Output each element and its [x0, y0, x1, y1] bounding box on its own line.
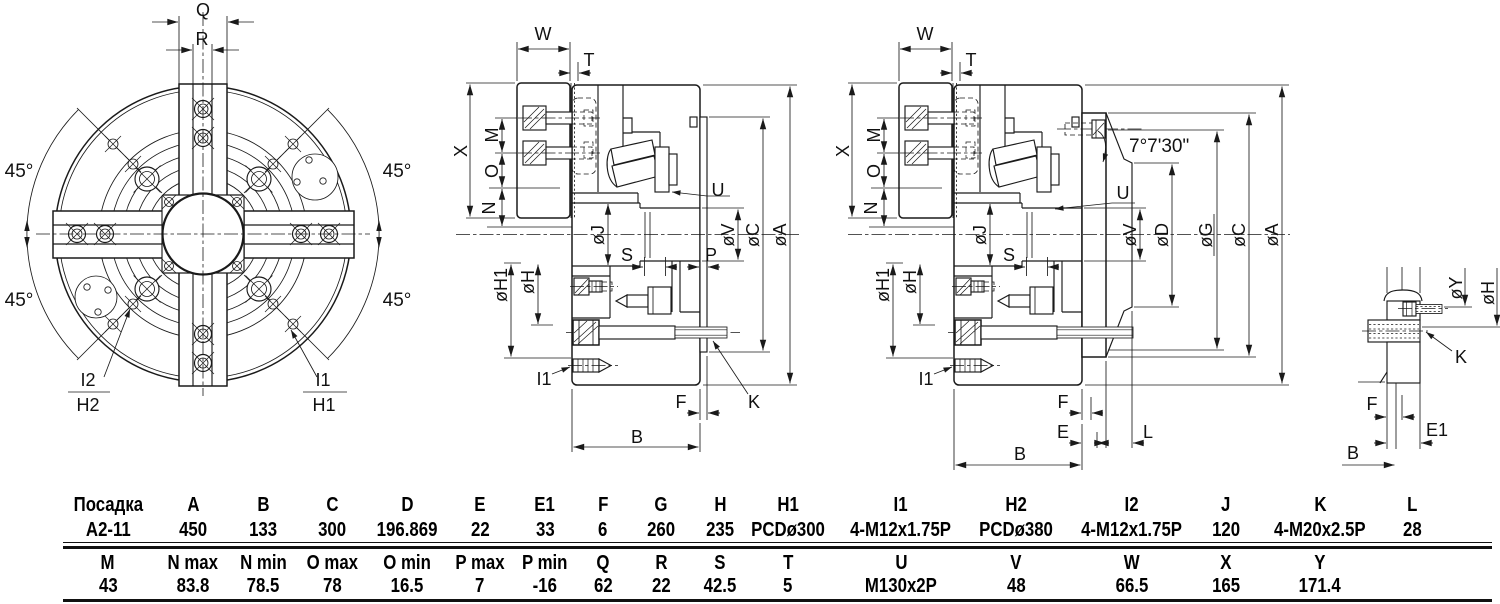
dim-label-n: N: [861, 202, 881, 215]
dim-label-t: T: [966, 50, 977, 70]
taper-angle-label: 7°7'30": [1129, 136, 1189, 157]
side-section-view: W T X M O N øJ S U P øV øC øA øH1 øH I1 …: [451, 24, 800, 452]
dim-label-t: T: [584, 50, 595, 70]
dim-label-u: U: [1117, 183, 1130, 203]
label-k-bolt: K: [748, 392, 760, 412]
dim-label-u: U: [712, 180, 725, 200]
dim-label-dia-a: øA: [770, 223, 790, 246]
label-i1: I1: [315, 370, 330, 390]
dim-label-w: W: [535, 24, 552, 44]
bottom-dims: [571, 340, 749, 452]
dim-label-n: N: [479, 202, 499, 215]
dim-label-f: F: [676, 392, 687, 412]
dim-label-dia-h: øH: [518, 270, 538, 294]
threaded-section: [1362, 319, 1428, 343]
mount-section-view: W T X M O N øJ S U 7°7'30" øV øD øG øC ø…: [833, 24, 1290, 470]
dim-label-r: R: [196, 29, 209, 49]
right-diameter-dims: [687, 84, 797, 386]
u-callout: [1054, 202, 1135, 211]
dim-label-x: X: [451, 145, 471, 157]
dim-label-e1: E1: [1426, 420, 1448, 440]
k-bolt-thread: [1056, 326, 1134, 339]
dim-label-dia-y: øY: [1446, 276, 1466, 299]
qr-dimension: [152, 16, 254, 84]
label-h2: H2: [76, 395, 99, 415]
lower-body: [1358, 341, 1421, 449]
dim-label-m: M: [864, 128, 884, 143]
dim-label-b: B: [1014, 444, 1026, 464]
dim-label-b: B: [631, 427, 643, 447]
index-plate-bottom-left: [74, 275, 118, 319]
dim-label-dia-v: øV: [718, 223, 738, 246]
jaw-left: [52, 210, 164, 259]
dim-label-s: S: [1003, 245, 1015, 265]
dim-label-dia-h: øH: [900, 270, 920, 294]
dim-label-dia-g: øG: [1196, 223, 1216, 248]
dim-label-b: B: [1347, 443, 1359, 463]
mount-flange: [1081, 112, 1107, 358]
dim-label-dia-d: øD: [1152, 223, 1172, 247]
label-h1: H1: [312, 395, 335, 415]
index-plate-top-right: [291, 153, 339, 201]
dim-label-s: S: [621, 245, 633, 265]
angle-label-bottom-right: 45°: [383, 290, 412, 311]
jaw-right: [243, 210, 355, 259]
dim-label-o: O: [864, 164, 884, 178]
angle-label-top-right: 45°: [383, 161, 412, 182]
dim-label-w: W: [917, 24, 934, 44]
angle-label-bottom-left: 45°: [5, 290, 34, 311]
detail-dims: [1342, 268, 1500, 469]
label-k-bolt: K: [1455, 347, 1467, 367]
camlock-stud: [1057, 119, 1144, 139]
label-i1-screw: I1: [918, 369, 933, 389]
dim-label-f: F: [1367, 394, 1378, 414]
dim-label-p: P: [705, 245, 717, 265]
front-view: Q R 45° 45° 45° 45° I2 H2 I1 H1: [5, 0, 412, 415]
right-diameter-dims: [1084, 84, 1289, 386]
label-i2: I2: [80, 370, 95, 390]
dim-label-q: Q: [196, 0, 210, 20]
dim-label-x: X: [833, 145, 853, 157]
dim-label-l: L: [1143, 422, 1153, 442]
angle-arcs: [24, 109, 382, 359]
dim-label-f: F: [1058, 392, 1069, 412]
dim-label-e: E: [1057, 422, 1069, 442]
side-bolt: [1398, 301, 1448, 317]
dim-label-dia-h1: øH1: [873, 268, 893, 302]
dim-label-o: O: [482, 164, 502, 178]
dim-label-dia-c: øC: [1229, 223, 1249, 247]
k-bolt-thread: [674, 326, 728, 339]
bottom-dims: [953, 311, 1144, 470]
u-callout: [671, 190, 730, 197]
bolt-detail-view: øY øH K F E1 B: [1342, 267, 1500, 469]
dim-label-m: M: [482, 128, 502, 143]
dim-label-dia-a: øA: [1262, 223, 1282, 246]
dim-label-dia-c: øC: [743, 223, 763, 247]
gland-cap: [1383, 289, 1423, 302]
taper-angle-arc: [1097, 130, 1109, 163]
dim-label-dia-j: øJ: [970, 225, 990, 245]
dim-label-dia-h: øH: [1478, 281, 1498, 305]
dim-label-dia-v: øV: [1120, 223, 1140, 246]
label-i1-screw: I1: [536, 369, 551, 389]
pcd-callouts: [68, 308, 347, 393]
dim-label-dia-h1: øH1: [491, 268, 511, 302]
short-taper: [1105, 112, 1133, 358]
angle-label-top-left: 45°: [5, 161, 34, 182]
dim-label-dia-j: øJ: [588, 225, 608, 245]
